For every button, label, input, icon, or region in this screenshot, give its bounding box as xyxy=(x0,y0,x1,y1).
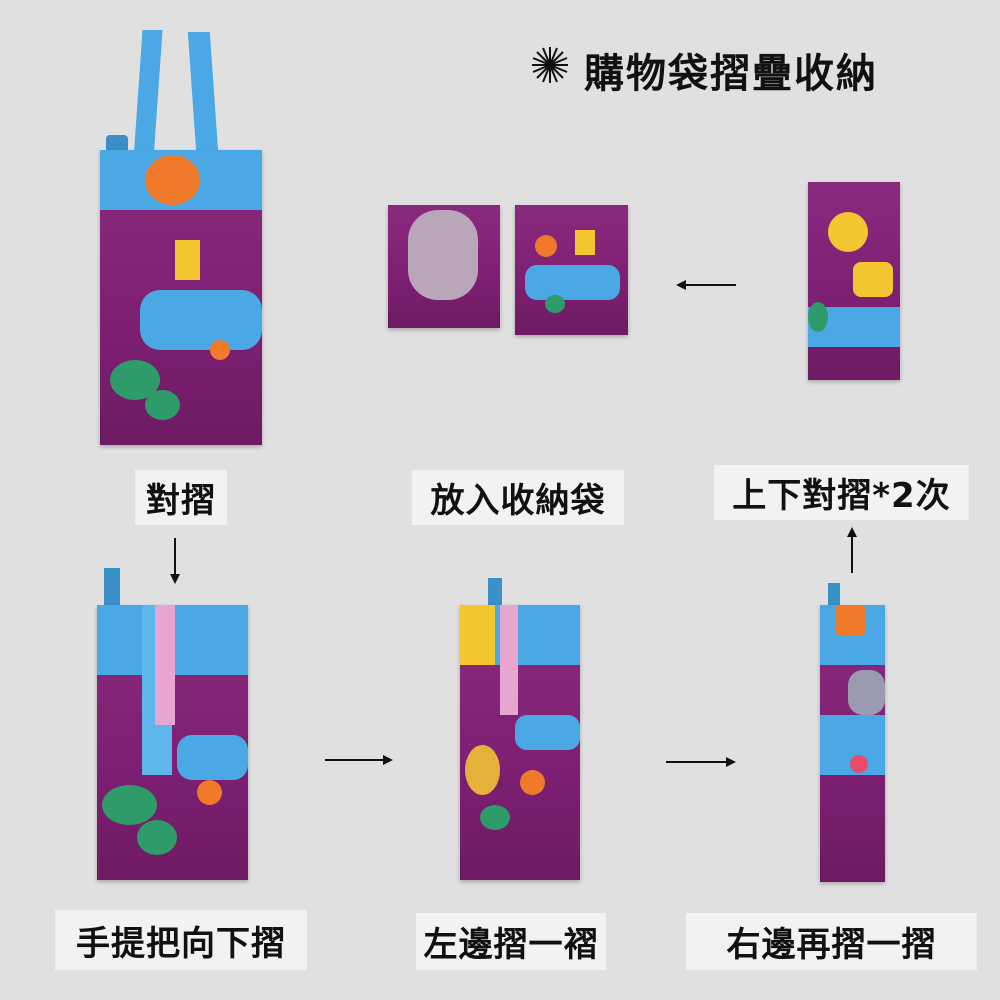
step-label-fold-left: 左邊摺一褶 xyxy=(416,913,606,970)
step-label-fold-twice: 上下對摺*2次 xyxy=(714,465,969,520)
sunburst-icon xyxy=(530,45,570,95)
arrow-left-icon xyxy=(676,280,736,290)
step-label-fold-half: 對摺 xyxy=(135,470,227,525)
arrow-right-icon xyxy=(325,755,393,765)
step-label-put-in-pouch: 放入收納袋 xyxy=(412,470,624,525)
step-label-fold-handles: 手提把向下摺 xyxy=(55,910,307,970)
title-text: 購物袋摺疊收納 xyxy=(584,51,878,97)
arrow-up-icon xyxy=(847,527,857,573)
arrow-down-icon xyxy=(170,538,180,584)
step-label-fold-right: 右邊再摺一摺 xyxy=(686,913,977,970)
arrow-right-icon xyxy=(666,757,736,767)
page-title: 購物袋摺疊收納 xyxy=(530,42,878,98)
